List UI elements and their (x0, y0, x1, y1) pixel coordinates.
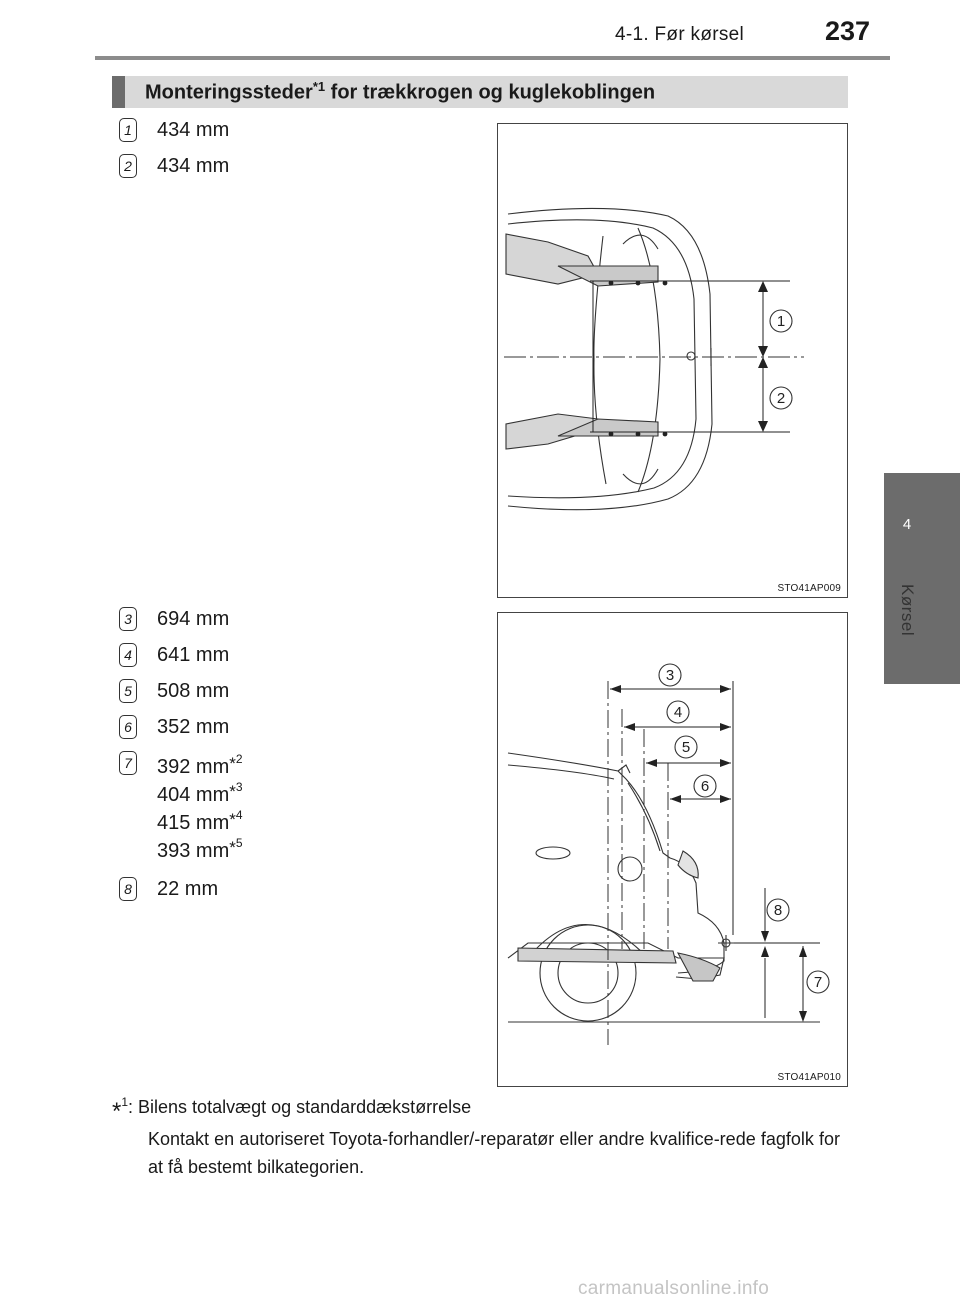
chapter-tab: 4 (884, 473, 960, 684)
measurement-number: 415 mm (157, 812, 230, 834)
watermark-text: carmanualsonline.info (578, 1278, 770, 1299)
figure-side-view: 3 4 5 6 8 7 STO41AP010 (497, 612, 848, 1087)
measurement-number: 404 mm (157, 784, 230, 806)
callout-label: 3 (666, 667, 674, 684)
figure-top-view: 1 2 STO41AP009 (497, 123, 848, 598)
callout-badge: 6 (119, 715, 137, 739)
callout-badge: 8 (119, 877, 137, 901)
measurement-value: 508 mm (157, 680, 230, 702)
measurement-value: 404 mm*3 (157, 780, 243, 806)
footnote-heading: *1: Bilens totalvægt og standarddækstørr… (112, 1095, 472, 1125)
measurement-number: 392 mm (157, 756, 230, 778)
measurement-value: 641 mm (157, 644, 230, 666)
callout-label: 2 (777, 390, 785, 407)
callout-label: 5 (682, 739, 690, 756)
callout-badge: 4 (119, 643, 137, 667)
callout-circle-1 (769, 309, 793, 333)
callout-badge: 2 (119, 154, 137, 178)
section-heading: Monteringssteder*1 for trækkrogen og kug… (112, 76, 848, 108)
vehicle-top-view-drawing: 1 2 (504, 207, 804, 511)
measurement-value: 22 mm (157, 878, 219, 900)
page-number: 237 (825, 16, 871, 46)
callout-badge: 1 (119, 118, 137, 142)
footnote-body: Kontakt en autoriseret Toyota-forhandler… (148, 1129, 840, 1177)
figure-code: STO41AP009 (777, 583, 841, 594)
header-rule (95, 56, 890, 60)
measurement-value: 392 mm*2 (157, 752, 243, 778)
measurement-value: 434 mm (157, 119, 230, 141)
measurement-value: 393 mm*5 (157, 836, 243, 862)
measurement-value: 694 mm (157, 608, 230, 630)
measurement-value: 352 mm (157, 716, 230, 738)
footnote-mark: 4 (235, 808, 243, 822)
section-title-mark: *1 (312, 79, 326, 94)
footnote-mark: 5 (235, 836, 243, 850)
figure-code: STO41AP010 (777, 1072, 841, 1083)
callout-badge: 7 (119, 751, 137, 775)
running-header-section: 4-1. Før kørsel (615, 24, 745, 45)
footnote-mark: 3 (235, 780, 243, 794)
callout-label: 1 (777, 313, 785, 330)
chapter-number: 4 (902, 516, 912, 533)
callout-badge: 3 (119, 607, 137, 631)
vehicle-side-view-drawing: 3 4 5 6 8 7 (507, 663, 830, 1045)
callout-badge: 5 (119, 679, 137, 703)
callout-label: 4 (674, 704, 682, 721)
measurement-value: 434 mm (157, 155, 230, 177)
footnote-label: : Bilens totalvægt og standarddækstørrel… (128, 1097, 472, 1117)
measurement-number: 393 mm (157, 840, 230, 862)
callout-label: 7 (814, 974, 822, 991)
measurement-value: 415 mm*4 (157, 808, 243, 834)
section-title: Monteringssteder*1 for trækkrogen og kug… (145, 79, 655, 105)
section-title-main: Monteringssteder (145, 81, 313, 104)
callout-label: 8 (774, 902, 782, 919)
callout-label: 6 (701, 778, 709, 795)
chapter-label: Kørsel (898, 584, 917, 637)
footnote-mark: 1 (121, 1095, 129, 1109)
callout-circle-2 (769, 386, 793, 410)
section-title-rest: for trækkrogen og kuglekoblingen (325, 81, 656, 104)
footnote-mark: 2 (235, 752, 243, 766)
